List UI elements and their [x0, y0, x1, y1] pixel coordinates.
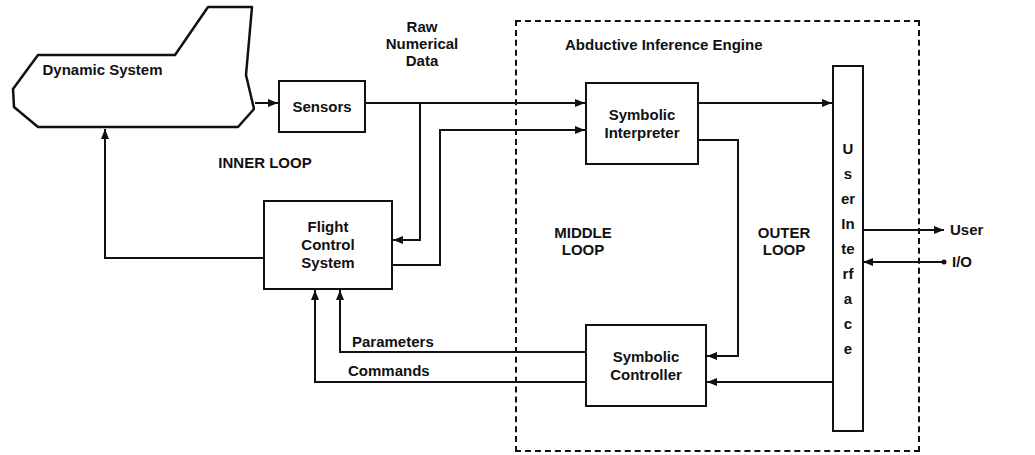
- user-interface-bar: User Interface: [832, 65, 864, 432]
- loop-label: MIDDLE LOOP: [538, 224, 628, 258]
- node-label: Symbolic Controller: [592, 348, 700, 384]
- airplane-path: [13, 7, 254, 127]
- node-label: Sensors: [292, 98, 351, 116]
- node-label: Flight Control System: [288, 218, 368, 272]
- signal-connector: [699, 102, 832, 104]
- io-label: User: [950, 221, 1010, 238]
- io-out-arrow: [862, 229, 944, 231]
- node-label: Symbolic Interpreter: [592, 106, 692, 142]
- signal-connector: [105, 129, 263, 258]
- region-heading: Abductive Inference Engine: [565, 36, 763, 54]
- loop-label: INNER LOOP: [195, 154, 335, 171]
- loop-label: OUTER LOOP: [746, 224, 822, 258]
- dynamic-system-shape: Dynamic System: [10, 5, 255, 129]
- node-label: User Interface: [841, 136, 856, 361]
- connector-label: Commands: [346, 362, 432, 379]
- node-label: Dynamic System: [42, 61, 162, 79]
- signal-connector: [340, 290, 585, 352]
- io-in-arrow: [863, 261, 944, 263]
- flight-control-box: Flight Control System: [263, 200, 393, 290]
- connector-label: Parameters: [350, 333, 436, 350]
- signal-connector: [315, 290, 585, 382]
- signal-connector: [255, 102, 278, 104]
- controller-box: Symbolic Controller: [585, 324, 707, 407]
- sensors-box: Sensors: [278, 80, 366, 133]
- io-dot: [942, 260, 947, 265]
- interpreter-box: Symbolic Interpreter: [585, 82, 699, 165]
- connector-label: Raw Numerical Data: [376, 18, 468, 69]
- signal-connector: [707, 381, 832, 383]
- signal-connector: [393, 130, 585, 265]
- io-label: I/O: [952, 253, 1012, 270]
